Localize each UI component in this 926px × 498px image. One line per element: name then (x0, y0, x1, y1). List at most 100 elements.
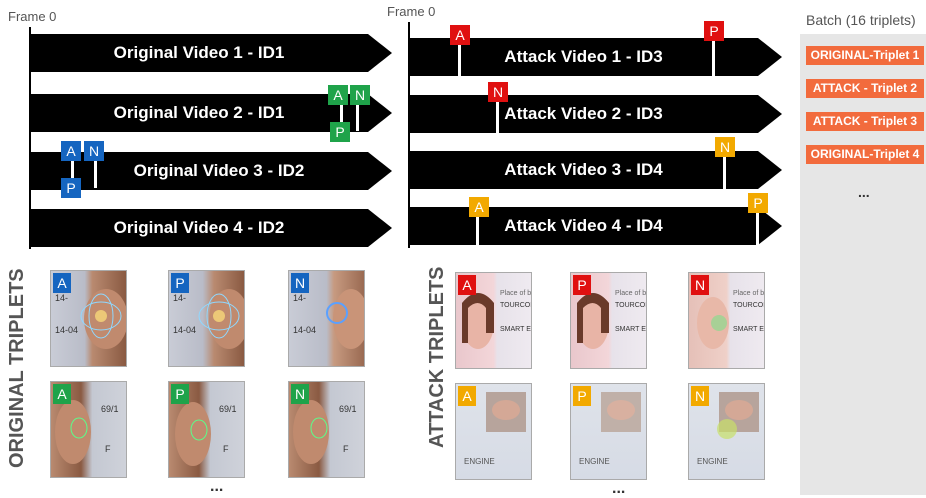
svg-text:14-: 14- (293, 293, 306, 303)
original-video-2-label: Original Video 2 - ID1 (113, 103, 285, 122)
atk1-anchor-marker: A (450, 25, 470, 45)
attack-triplet-1-negative-image: Place of birthTOURCOI SMART E N (688, 272, 765, 369)
original-triplet-2-positive-tag: P (171, 384, 189, 404)
original-triplet-1-positive-image: 14- 14-04 P (168, 270, 245, 367)
svg-text:TOURCOI: TOURCOI (500, 302, 531, 309)
attack-video-1-arrow: Attack Video 1 - ID3 (409, 38, 782, 76)
original-triplets-label: ORIGINAL TRIPLETS (6, 268, 28, 468)
attack-triplet-2-anchor-tag: A (458, 386, 476, 406)
svg-text:SMART E: SMART E (733, 326, 764, 333)
attack-triplet-1-positive-tag: P (573, 275, 591, 295)
attack-video-3-arrow: Attack Video 3 - ID4 (409, 151, 782, 189)
atk1-positive-marker: P (704, 21, 724, 41)
svg-text:14-: 14- (55, 293, 68, 303)
svg-text:Place of birth: Place of birth (733, 290, 764, 297)
orig2-anchor-tick (340, 103, 343, 123)
orig3-anchor-tick (71, 160, 74, 178)
svg-text:ENGINE: ENGINE (697, 457, 728, 466)
svg-text:69/1: 69/1 (219, 404, 237, 414)
original-triplet-2-negative-tag: N (291, 384, 309, 404)
attack-triplets-label: ATTACK TRIPLETS (426, 266, 448, 448)
svg-text:F: F (223, 444, 229, 454)
svg-text:69/1: 69/1 (101, 404, 119, 414)
original-video-1-label: Original Video 1 - ID1 (113, 43, 285, 62)
svg-text:TOURCOI: TOURCOI (615, 302, 646, 309)
original-triplet-1-negative-tag: N (291, 273, 309, 293)
svg-text:ENGINE: ENGINE (464, 457, 495, 466)
orig2-anchor-marker: A (328, 85, 348, 105)
orig3-negative-marker: N (84, 141, 104, 161)
original-triplet-1-anchor-image: 14- 14-04 A (50, 270, 127, 367)
attack-video-2-arrow: Attack Video 2 - ID3 (409, 95, 782, 133)
frame-0-label-original: Frame 0 (8, 9, 57, 24)
original-triplet-2-anchor-tag: A (53, 384, 71, 404)
attack-video-3-label: Attack Video 3 - ID4 (504, 160, 663, 179)
frame-0-label-attack: Frame 0 (387, 4, 436, 19)
svg-text:14-04: 14-04 (293, 325, 316, 335)
batch-item-2: ATTACK - Triplet 2 (806, 79, 924, 98)
atk1-positive-tick (712, 40, 715, 76)
batch-item-3: ATTACK - Triplet 3 (806, 112, 924, 131)
original-triplet-1-anchor-tag: A (53, 273, 71, 293)
atk4-positive-tick (756, 209, 759, 245)
svg-text:14-04: 14-04 (173, 325, 196, 335)
atk4-anchor-tick (476, 213, 479, 245)
original-triplet-1-positive-tag: P (171, 273, 189, 293)
batch-title: Batch (16 triplets) (806, 12, 916, 28)
attack-time-axis (408, 22, 410, 248)
svg-text:Place of birth: Place of birth (500, 290, 531, 297)
orig3-negative-tick (94, 160, 97, 188)
svg-text:TOURCOI: TOURCOI (733, 302, 764, 309)
svg-text:Place of birth: Place of birth (615, 290, 646, 297)
orig2-negative-marker: N (350, 85, 370, 105)
original-time-axis (29, 27, 31, 249)
original-triplet-1-negative-image: 14- 14-04 N (288, 270, 365, 367)
attack-video-2-label: Attack Video 2 - ID3 (504, 104, 663, 123)
atk2-negative-marker: N (488, 82, 508, 102)
orig2-positive-marker: P (330, 122, 350, 142)
original-video-1-arrow: Original Video 1 - ID1 (30, 34, 392, 72)
attack-triplet-1-negative-tag: N (691, 275, 709, 295)
attack-triplets-more: ... (612, 480, 626, 497)
attack-triplet-1-anchor-tag: A (458, 275, 476, 295)
orig2-negative-tick (356, 103, 359, 131)
svg-text:14-04: 14-04 (55, 325, 78, 335)
svg-text:14-: 14- (173, 293, 186, 303)
attack-video-4-label: Attack Video 4 - ID4 (504, 216, 663, 235)
atk1-anchor-tick (458, 44, 461, 76)
atk3-negative-marker: N (715, 137, 735, 157)
atk4-positive-marker: P (748, 193, 768, 213)
original-video-3-label: Original Video 3 - ID2 (133, 161, 305, 180)
atk4-anchor-marker: A (469, 197, 489, 217)
svg-text:F: F (105, 444, 111, 454)
attack-video-4-arrow: Attack Video 4 - ID4 (409, 207, 782, 245)
attack-triplet-2-anchor-image: ENGINE A (455, 383, 532, 480)
svg-text:SMART E: SMART E (615, 326, 646, 333)
attack-triplet-1-anchor-image: Place of birthTOURCOI SMART E A (455, 272, 532, 369)
original-video-4-arrow: Original Video 4 - ID2 (30, 209, 392, 247)
svg-text:69/1: 69/1 (339, 404, 357, 414)
attack-triplet-2-negative-tag: N (691, 386, 709, 406)
batch-more: ... (858, 184, 870, 200)
atk2-negative-tick (496, 100, 499, 133)
orig3-positive-marker: P (61, 178, 81, 198)
svg-text:SMART E: SMART E (500, 326, 531, 333)
original-triplets-more: ... (210, 478, 224, 495)
batch-item-1: ORIGINAL-Triplet 1 (806, 46, 924, 65)
svg-text:F: F (343, 444, 349, 454)
original-video-2-arrow: Original Video 2 - ID1 (30, 94, 392, 132)
attack-triplet-1-positive-image: Place of birthTOURCOI SMART E P (570, 272, 647, 369)
attack-triplet-2-positive-tag: P (573, 386, 591, 406)
original-video-4-label: Original Video 4 - ID2 (113, 218, 285, 237)
attack-triplet-2-negative-image: ENGINE N (688, 383, 765, 480)
batch-item-4: ORIGINAL-Triplet 4 (806, 145, 924, 164)
attack-triplet-2-positive-image: ENGINE P (570, 383, 647, 480)
attack-video-1-label: Attack Video 1 - ID3 (504, 47, 663, 66)
orig3-anchor-marker: A (61, 141, 81, 161)
svg-text:ENGINE: ENGINE (579, 457, 610, 466)
atk3-negative-tick (723, 156, 726, 189)
batch-panel (800, 34, 926, 495)
